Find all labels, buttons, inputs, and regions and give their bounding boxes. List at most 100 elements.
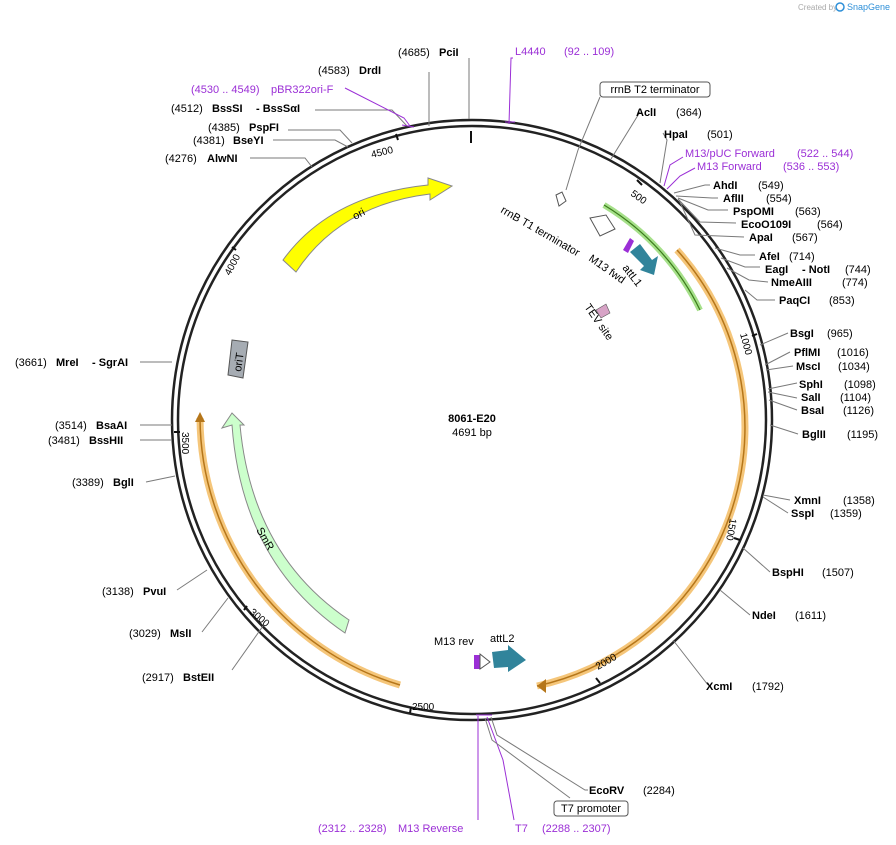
enzyme-pos-13: (364) bbox=[676, 107, 702, 119]
enzyme-name-34: NdeI bbox=[752, 610, 776, 622]
enzyme-pos-36: (2284) bbox=[643, 785, 675, 797]
attl1-feature-arrow[interactable] bbox=[630, 244, 658, 275]
t7-promoter-label: T7 promoter bbox=[561, 803, 621, 815]
t7-promoter-arrow[interactable] bbox=[479, 652, 491, 670]
enzyme-pos-29: (1126) bbox=[843, 405, 874, 417]
enzyme-pos-25: (1016) bbox=[837, 347, 869, 359]
tick-3000: 3000 bbox=[247, 607, 271, 630]
enzyme-name-24: BsgI bbox=[790, 328, 814, 340]
m13-rev-label: M13 rev bbox=[434, 636, 474, 648]
enzyme-pos-7: (3514) bbox=[55, 420, 87, 432]
enzyme-pos-20: (714) bbox=[789, 251, 815, 263]
enzyme-pos-22: (774) bbox=[842, 277, 868, 289]
enzyme-pos-24: (965) bbox=[827, 328, 853, 340]
enzyme-name-15: AhdI bbox=[713, 180, 737, 192]
primer-labels: L4440 (92 .. 109) (4530 .. 4549) pBR322o… bbox=[191, 46, 853, 835]
enzyme-pos-35: (1792) bbox=[752, 681, 784, 693]
orf-left-arc bbox=[199, 417, 401, 686]
enzyme-pos-27: (1098) bbox=[844, 379, 876, 391]
primer-range-m13fwd: (536 .. 553) bbox=[783, 161, 839, 173]
rrnb-t1-label: rrnB T1 terminator bbox=[499, 204, 582, 259]
enzyme-name-22: NmeAIII bbox=[771, 277, 812, 289]
primer-name-pbr322: pBR322ori-F bbox=[271, 84, 334, 96]
primer-leaders bbox=[344, 57, 696, 821]
enzyme-pos-31: (1358) bbox=[843, 495, 875, 507]
enzyme-name-7: BsaAI bbox=[96, 420, 127, 432]
orf-right-highlight bbox=[536, 247, 749, 690]
attl2-feature-arrow[interactable] bbox=[492, 645, 526, 672]
enzyme-name-2: BssSI bbox=[212, 103, 243, 115]
primer-range-m13rev: (2312 .. 2328) bbox=[318, 823, 387, 835]
enzyme-pos-26: (1034) bbox=[838, 361, 870, 373]
enzyme-name-0: PciI bbox=[439, 47, 459, 59]
smr-feature-arrow[interactable] bbox=[220, 412, 350, 634]
ori-feature-arrow[interactable] bbox=[282, 177, 454, 273]
orit-feature-box[interactable] bbox=[227, 339, 249, 379]
enzyme-pos-10: (3138) bbox=[102, 586, 134, 598]
enzyme-name-27: SphI bbox=[799, 379, 823, 391]
enzyme-name-29: BsaI bbox=[801, 405, 824, 417]
tick-4000: 4000 bbox=[223, 252, 243, 277]
plasmid-name: 8061-E20 bbox=[448, 413, 496, 425]
enzyme-pos-19: (567) bbox=[792, 232, 818, 244]
enzyme-name-12: BstEII bbox=[183, 672, 214, 684]
enzyme-name-28: SalI bbox=[801, 392, 821, 404]
primer-name-t7: T7 bbox=[515, 823, 528, 835]
primer-range-l4440: (92 .. 109) bbox=[564, 46, 614, 58]
enzyme-pos-34: (1611) bbox=[795, 610, 826, 622]
primer-range-pbr322: (4530 .. 4549) bbox=[191, 84, 260, 96]
enzyme-pos-4: (4381) bbox=[193, 135, 225, 147]
enzyme-name-6: MreI bbox=[56, 357, 79, 369]
enzyme-pos-11: (3029) bbox=[129, 628, 161, 640]
attl2-label: attL2 bbox=[490, 633, 514, 645]
tev-site-feature[interactable] bbox=[595, 303, 611, 319]
enzyme-name-8: BssHII bbox=[89, 435, 123, 447]
enzyme-pos-28: (1104) bbox=[840, 392, 871, 404]
tick-1500: 1500 bbox=[723, 517, 738, 541]
enzyme-name-30: BglII bbox=[802, 429, 826, 441]
enzyme-name2-6: - SgrAI bbox=[92, 357, 128, 369]
enzyme-pos-6: (3661) bbox=[15, 357, 47, 369]
primer-range-t7: (2288 .. 2307) bbox=[542, 823, 611, 835]
created-by-text: Created by bbox=[798, 3, 837, 12]
enzyme-pos-17: (563) bbox=[795, 206, 821, 218]
orf-right-arrowhead bbox=[537, 679, 546, 693]
enzyme-labels: (4685) PciI (4583) DrdI (4512) BssSI - B… bbox=[15, 47, 878, 797]
m13-rev-feature[interactable] bbox=[474, 655, 480, 669]
enzyme-name-36: EcoRV bbox=[589, 785, 625, 797]
enzyme-name-11: MslI bbox=[170, 628, 191, 640]
enzyme-name-31: XmnI bbox=[794, 495, 821, 507]
snapgene-logo-icon bbox=[835, 2, 845, 12]
enzyme-pos-8: (3481) bbox=[48, 435, 80, 447]
rrnb-t2-arrow[interactable] bbox=[555, 191, 567, 207]
enzyme-pos-9: (3389) bbox=[72, 477, 104, 489]
enzyme-name-4: BseYI bbox=[233, 135, 264, 147]
primer-name-m13puc: M13/pUC Forward bbox=[685, 148, 775, 160]
enzyme-name-16: AflII bbox=[723, 193, 744, 205]
enzyme-name-20: AfeI bbox=[759, 251, 780, 263]
orf-left-highlight bbox=[196, 417, 402, 689]
m13-fwd-feature[interactable] bbox=[623, 238, 634, 253]
primer-name-m13fwd: M13 Forward bbox=[697, 161, 762, 173]
rrnb-t1-arrow[interactable] bbox=[589, 214, 616, 237]
orit-label: oriT bbox=[232, 352, 247, 373]
t7-promoter-box[interactable]: T7 promoter bbox=[553, 800, 629, 817]
enzyme-name-32: SspI bbox=[791, 508, 814, 520]
orf-left-arrowhead bbox=[195, 412, 205, 422]
enzyme-name-18: EcoO109I bbox=[741, 219, 791, 231]
tev-site-label: TEV site bbox=[582, 302, 616, 343]
tick-1000: 1000 bbox=[737, 332, 753, 357]
enzyme-name-10: PvuI bbox=[143, 586, 166, 598]
enzyme-name-1: DrdI bbox=[359, 65, 381, 77]
enzyme-name2-2: - BssSαI bbox=[256, 103, 300, 115]
enzyme-name-23: PaqCI bbox=[779, 295, 810, 307]
enzyme-name-26: MscI bbox=[796, 361, 820, 373]
enzyme-name-14: HpaI bbox=[664, 129, 688, 141]
enzyme-name-13: AclI bbox=[636, 107, 656, 119]
enzyme-name2-21: - NotI bbox=[802, 264, 830, 276]
tick-4500: 4500 bbox=[370, 145, 395, 161]
rrnb-t2-box[interactable]: rrnB T2 terminator bbox=[599, 81, 711, 98]
plasmid-length: 4691 bp bbox=[452, 427, 492, 439]
rrnb-t2-label: rrnB T2 terminator bbox=[610, 84, 699, 96]
